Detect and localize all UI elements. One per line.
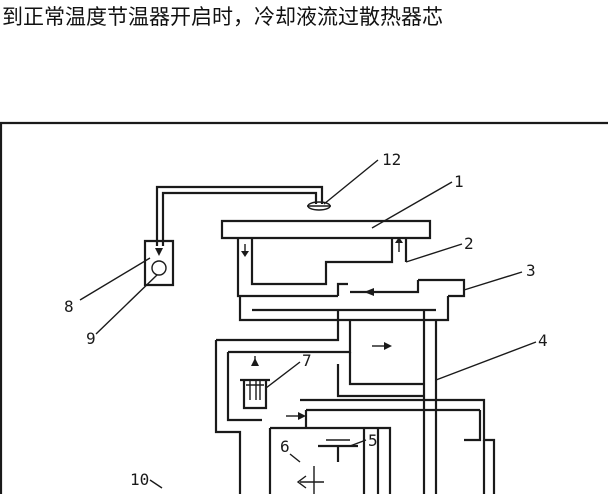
label-12: 12 <box>382 150 401 169</box>
flow-arrow-left <box>296 466 324 494</box>
caption-text: 到正常温度节温器开启时，冷却液流过散热器芯 <box>2 5 443 29</box>
water-pump <box>318 439 358 462</box>
thermostat-housing <box>336 278 466 298</box>
diagram-frame <box>0 121 608 494</box>
label-6: 6 <box>280 437 290 456</box>
label-1: 1 <box>454 172 464 191</box>
radiator-upper-tank <box>220 219 432 240</box>
engine-block <box>268 410 392 494</box>
label-10: 10 <box>130 470 149 489</box>
label-7: 7 <box>302 351 312 370</box>
thermostat-valve <box>240 356 270 410</box>
label-4: 4 <box>538 331 548 350</box>
label-3: 3 <box>526 261 536 280</box>
leader-lines <box>79 159 537 489</box>
coolant-reservoir <box>143 239 175 287</box>
float-ball <box>151 260 167 276</box>
expansion-pipe <box>155 185 324 246</box>
label-8: 8 <box>64 297 74 316</box>
radiator-cap <box>307 201 331 211</box>
radiator-core <box>236 237 408 298</box>
heater-unit <box>286 398 496 494</box>
bypass-pipes <box>214 296 450 494</box>
label-9: 9 <box>86 329 96 348</box>
label-2: 2 <box>464 234 474 253</box>
label-5: 5 <box>368 431 378 450</box>
radiator-outlet-pipe <box>336 310 438 494</box>
